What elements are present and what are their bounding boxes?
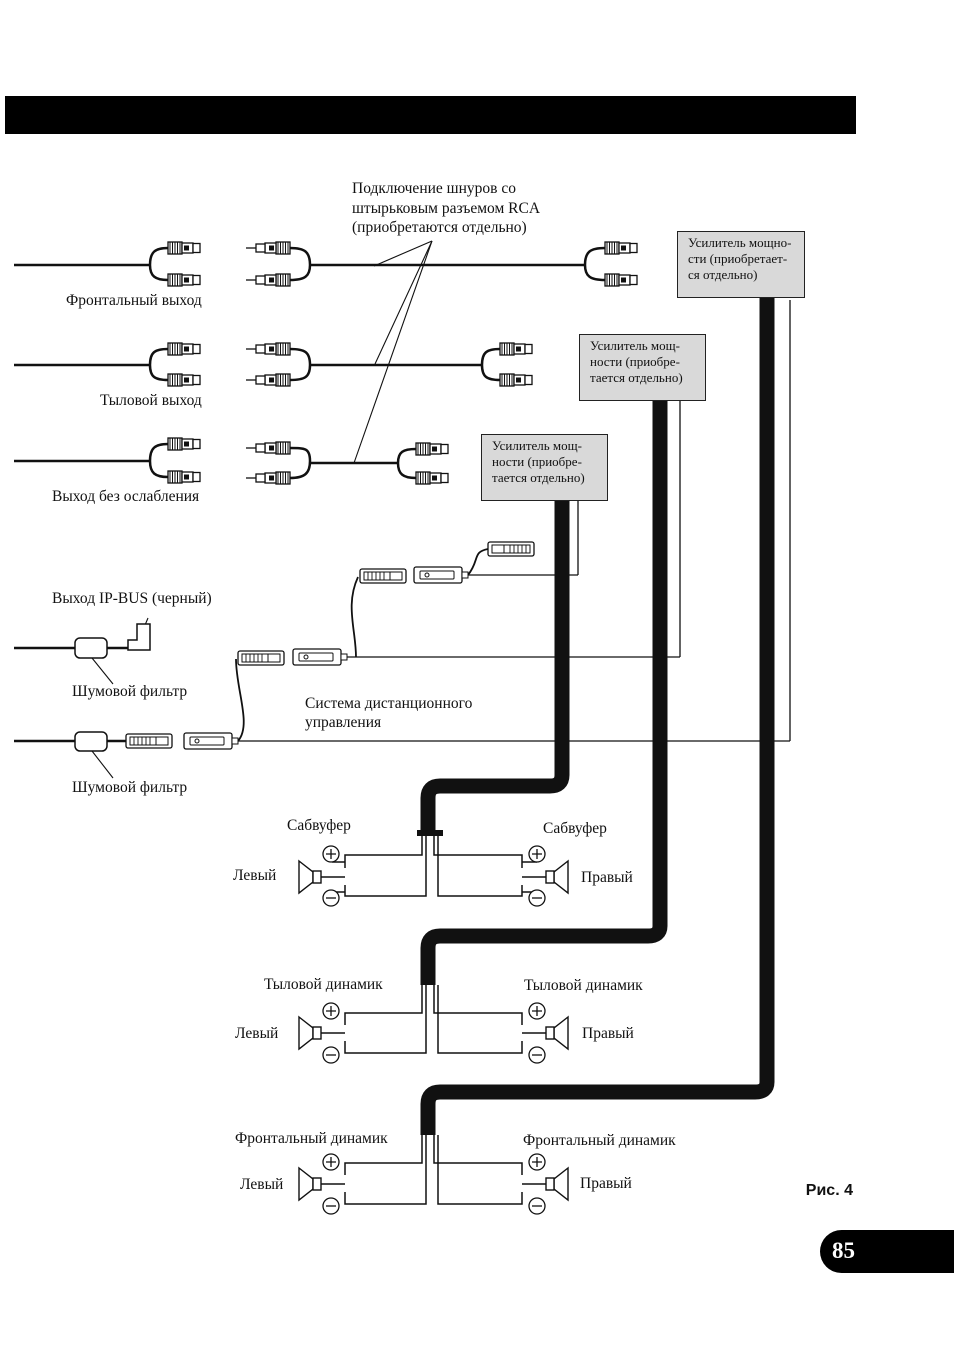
rear-speaker-left-title: Тыловой динамик	[264, 976, 383, 993]
front-speaker-wiring	[320, 1135, 548, 1205]
noise-filters	[74, 623, 151, 752]
amplifier-3-line-1: Усилитель мощ-	[492, 438, 582, 453]
amplifier-2-line-3: тается отдельно)	[590, 370, 683, 385]
figure-label: Рис. 4	[805, 1182, 853, 1199]
front-speaker-right-label: Правый	[580, 1175, 632, 1192]
noise-filter-label-2: Шумовой фильтр	[72, 779, 188, 796]
rca-note-line-1: Подключение шнуров со	[352, 180, 516, 197]
subwoofer-left-title: Сабвуфер	[287, 817, 351, 834]
nonfading-output-label: Выход без ослабления	[52, 488, 200, 505]
subwoofer-wiring	[320, 835, 548, 897]
rca-rear-group	[14, 347, 501, 382]
ipbus-output-label: Выход IP-BUS (черный)	[52, 590, 212, 607]
amplifier-1-line-3: ся отдельно)	[688, 267, 758, 282]
subwoofer-right-title: Сабвуфер	[543, 820, 607, 837]
rca-note-line-3: (приобретаются отдельно)	[352, 219, 527, 236]
front-speaker-left-title: Фронтальный динамик	[235, 1130, 388, 1147]
page-number: 85	[832, 1238, 855, 1263]
rca-nonfading-group	[14, 442, 417, 480]
header-bar	[5, 96, 856, 134]
amplifier-box-3: Усилитель мощ- ности (приобре- тается от…	[481, 434, 608, 501]
rca-note-line-2: штырьковым разъемом RCA	[352, 200, 541, 217]
amplifier-1-line-1: Усилитель мощно-	[688, 235, 792, 250]
noise-filter-label-1: Шумовой фильтр	[72, 683, 188, 700]
amplifier-3-line-2: ности (приобре-	[492, 454, 582, 469]
page-number-tab	[820, 1230, 954, 1273]
amplifier-2-line-2: ности (приобре-	[590, 354, 680, 369]
front-speaker-left-label: Левый	[240, 1176, 284, 1193]
amplifier-2-line-1: Усилитель мощ-	[590, 338, 680, 353]
rear-speaker-left-label: Левый	[235, 1025, 279, 1042]
speaker-cables	[420, 298, 775, 1135]
front-speaker-right-title: Фронтальный динамик	[523, 1132, 676, 1149]
subwoofer-left-label: Левый	[233, 867, 277, 884]
rear-speaker-right-title: Тыловой динамик	[524, 977, 643, 994]
amplifier-1-line-2: сти (приобретает-	[688, 251, 788, 266]
amplifier-box-2: Усилитель мощ- ности (приобре- тается от…	[579, 334, 706, 401]
remote-control-line-2: управления	[305, 714, 382, 731]
amplifier-box-1: Усилитель мощно- сти (приобретает- ся от…	[677, 231, 805, 298]
rca-note-leaders	[353, 240, 433, 464]
subwoofer-right-label: Правый	[581, 869, 633, 886]
rca-front-group	[14, 246, 606, 282]
amplifier-3-line-3: тается отдельно)	[492, 470, 585, 485]
front-output-label: Фронтальный выход	[66, 292, 202, 309]
rear-speaker-right-label: Правый	[582, 1025, 634, 1042]
rear-speaker-wiring	[320, 985, 548, 1054]
remote-control-line-1: Системa дистанционного	[305, 695, 473, 712]
rear-output-label: Тыловой выход	[100, 392, 202, 409]
